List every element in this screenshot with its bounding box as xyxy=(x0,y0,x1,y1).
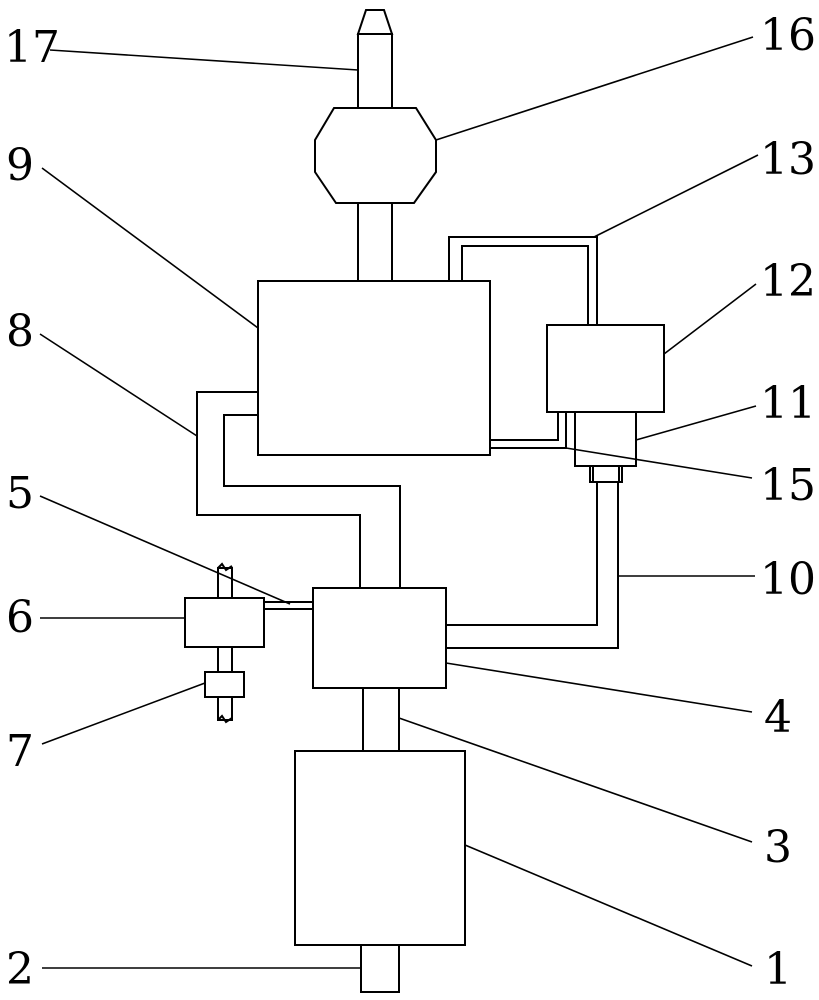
part-12-box xyxy=(547,325,664,412)
leader-13 xyxy=(594,155,758,237)
label-7: 7 xyxy=(6,726,34,777)
leader-5 xyxy=(40,496,290,604)
leader-16 xyxy=(436,37,753,140)
label-17: 17 xyxy=(4,22,60,73)
label-11: 11 xyxy=(760,378,816,429)
label-13: 13 xyxy=(760,134,816,185)
part-6-box xyxy=(185,598,264,647)
part-16-head xyxy=(315,108,436,203)
part-9-housing xyxy=(258,281,490,455)
leader-12 xyxy=(664,284,756,354)
leader-17 xyxy=(50,50,358,70)
label-6: 6 xyxy=(6,592,34,643)
part-1-body xyxy=(295,751,465,945)
label-16: 16 xyxy=(760,10,816,61)
label-9: 9 xyxy=(6,140,34,191)
shaft-upper xyxy=(358,202,392,282)
part-3-shaft xyxy=(363,688,399,752)
leader-4 xyxy=(446,663,752,712)
label-4: 4 xyxy=(764,692,792,743)
label-5: 5 xyxy=(6,468,34,519)
label-15: 15 xyxy=(760,460,816,511)
part-4-box xyxy=(313,588,446,688)
leader-7 xyxy=(42,683,205,744)
pipe-10 xyxy=(446,482,618,648)
leader-9 xyxy=(42,168,258,328)
leader-1 xyxy=(465,845,752,966)
label-10: 10 xyxy=(760,554,816,605)
label-2: 2 xyxy=(6,944,34,995)
part-7-block xyxy=(205,672,244,697)
part-11-block xyxy=(575,412,636,482)
label-3: 3 xyxy=(764,822,792,873)
label-12: 12 xyxy=(760,256,816,307)
label-1: 1 xyxy=(764,944,792,995)
part-2-stub xyxy=(361,945,399,992)
leader-8 xyxy=(40,334,197,436)
pipe-15 xyxy=(490,412,566,448)
label-8: 8 xyxy=(6,306,34,357)
part-17-spindle xyxy=(358,10,392,110)
